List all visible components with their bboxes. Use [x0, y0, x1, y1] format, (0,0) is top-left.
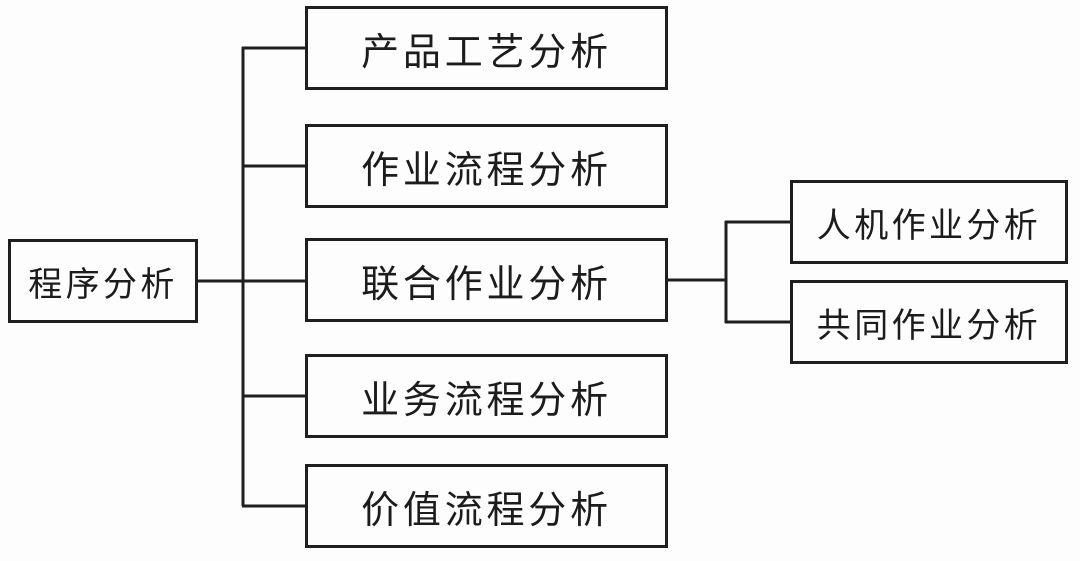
node-value-flow-analysis-label: 价值流程分析	[361, 487, 612, 532]
node-man-machine-operation-analysis: 人机作业分析	[790, 180, 1068, 264]
node-product-process-analysis-label: 产品工艺分析	[361, 29, 612, 74]
node-operation-flow-analysis-label: 作业流程分析	[361, 147, 612, 192]
node-value-flow-analysis: 价值流程分析	[305, 464, 668, 548]
node-program-analysis-label: 程序分析	[28, 264, 178, 305]
node-business-flow-analysis: 业务流程分析	[305, 354, 668, 438]
node-common-operation-analysis: 共同作业分析	[790, 280, 1068, 364]
node-joint-operation-analysis-label: 联合作业分析	[361, 261, 612, 306]
node-man-machine-operation-analysis-label: 人机作业分析	[816, 205, 1042, 246]
node-joint-operation-analysis: 联合作业分析	[305, 238, 668, 322]
node-program-analysis: 程序分析	[8, 239, 198, 323]
node-common-operation-analysis-label: 共同作业分析	[816, 305, 1042, 346]
node-product-process-analysis: 产品工艺分析	[305, 6, 668, 90]
node-business-flow-analysis-label: 业务流程分析	[361, 377, 612, 422]
node-operation-flow-analysis: 作业流程分析	[305, 124, 668, 208]
